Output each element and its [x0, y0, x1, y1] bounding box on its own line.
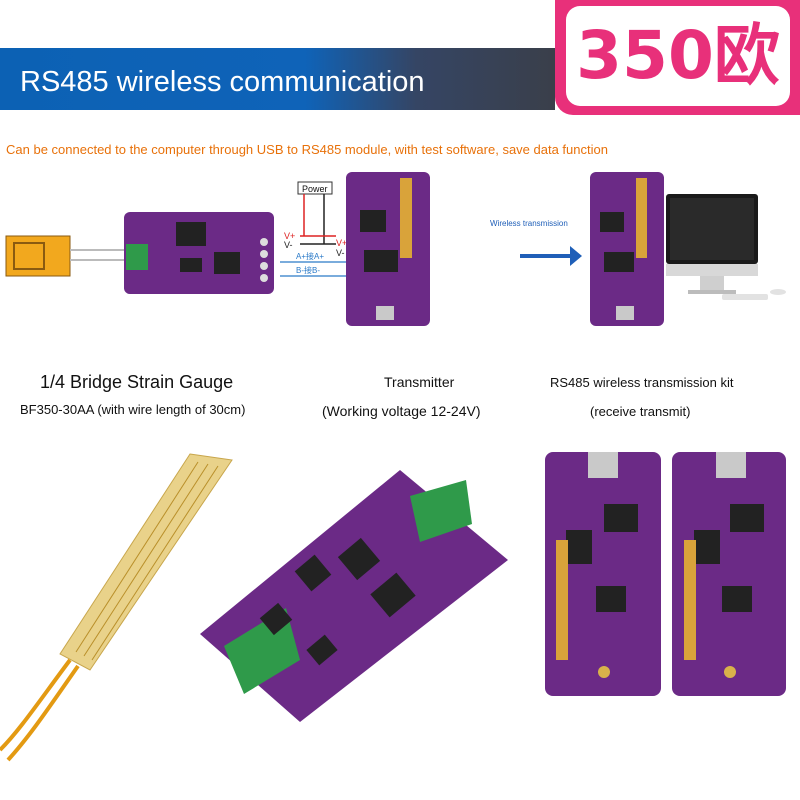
v-plus-left: V+	[284, 231, 295, 241]
amplifier-board-large-image	[200, 470, 508, 722]
b-label: B-接B-	[296, 265, 320, 275]
v-minus-left: V-	[284, 240, 293, 250]
kit-title: RS485 wireless transmission kit	[550, 375, 734, 390]
kit-board-left-image	[545, 452, 661, 696]
transmitter-title: Transmitter	[384, 374, 455, 390]
transmitter-subtitle: (Working voltage 12-24V)	[322, 403, 481, 419]
wiring-lines: Power V+ V- V+ V- A+接A+ B-接B-	[280, 181, 347, 277]
price-text: 350欧	[566, 6, 790, 106]
gauge-subtitle: BF350-30AA (with wire length of 30cm)	[20, 402, 246, 417]
title-banner	[0, 48, 555, 110]
kit-board-right-image	[672, 452, 786, 696]
product-photos	[0, 452, 786, 762]
wireless-arrow: Wireless transmission	[490, 219, 582, 266]
strain-gauge-long-image	[0, 453, 233, 762]
banner-title: RS485 wireless communication	[20, 66, 425, 98]
receiver-board-image	[590, 172, 664, 326]
a-label: A+接A+	[296, 251, 324, 261]
kit-subtitle: (receive transmit)	[590, 404, 691, 419]
computer-image	[666, 194, 786, 300]
gauge-title: 1/4 Bridge Strain Gauge	[40, 372, 234, 392]
v-minus-right: V-	[336, 248, 345, 258]
transmitter-board-image	[346, 172, 430, 326]
wiring-diagram: Power V+ V- V+ V- A+接A+ B-接B- Wireless t…	[5, 172, 786, 326]
subtitle: Can be connected to the computer through…	[6, 142, 608, 157]
amplifier-board-image	[124, 212, 274, 294]
strain-gauge-small-image	[5, 235, 130, 277]
wireless-label: Wireless transmission	[490, 219, 568, 228]
power-label: Power	[302, 184, 328, 194]
v-plus-right: V+	[336, 238, 347, 248]
